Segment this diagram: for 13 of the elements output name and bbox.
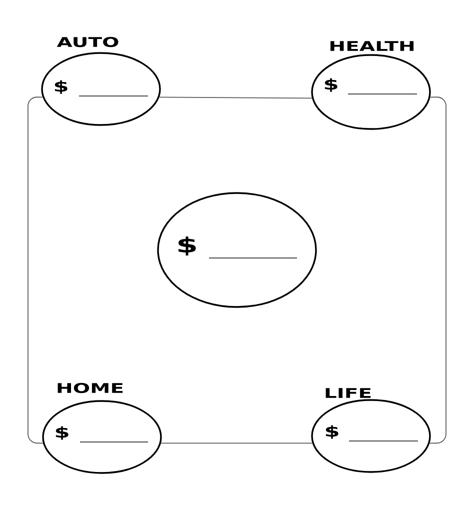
category-heading: HOME bbox=[58, 382, 123, 394]
category-heading: HEALTH bbox=[330, 41, 414, 51]
amount-oval: $ bbox=[311, 54, 431, 130]
amount-oval: $ bbox=[157, 192, 317, 308]
connector-line bbox=[28, 96, 44, 444]
connector-line bbox=[158, 96, 312, 99]
amount-oval: $ bbox=[311, 399, 431, 473]
connector-line bbox=[429, 96, 446, 444]
amount-oval: $ bbox=[42, 400, 162, 474]
category-heading: LIFE bbox=[326, 388, 371, 398]
category-heading: AUTO bbox=[56, 36, 118, 48]
amount-oval: $ bbox=[41, 52, 161, 126]
connector-line bbox=[160, 442, 313, 444]
